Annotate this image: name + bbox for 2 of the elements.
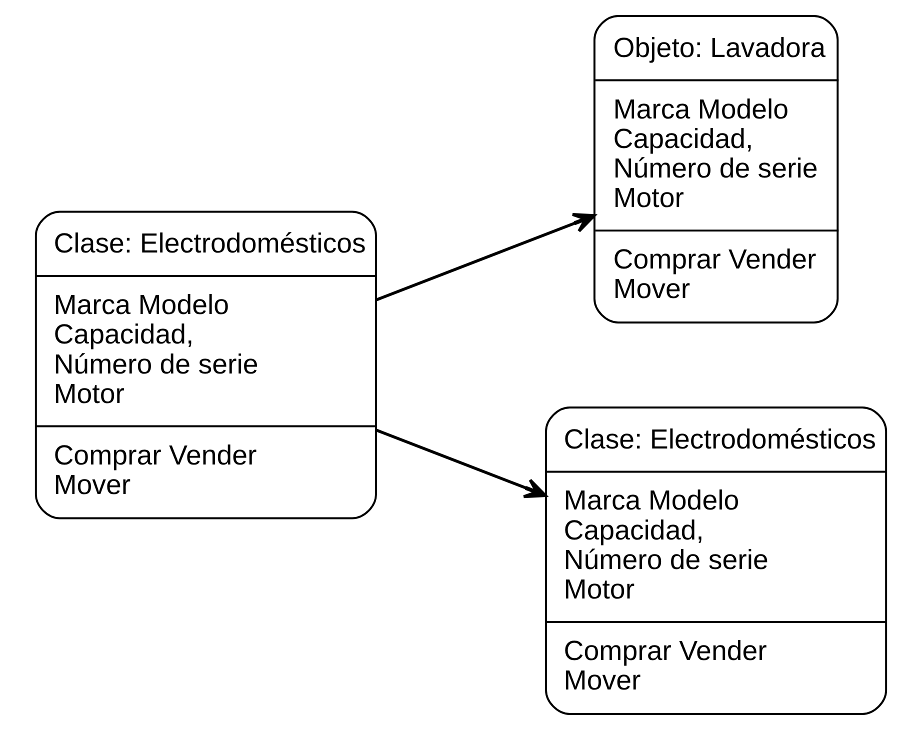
arrow <box>375 428 546 498</box>
arrow <box>375 212 596 302</box>
